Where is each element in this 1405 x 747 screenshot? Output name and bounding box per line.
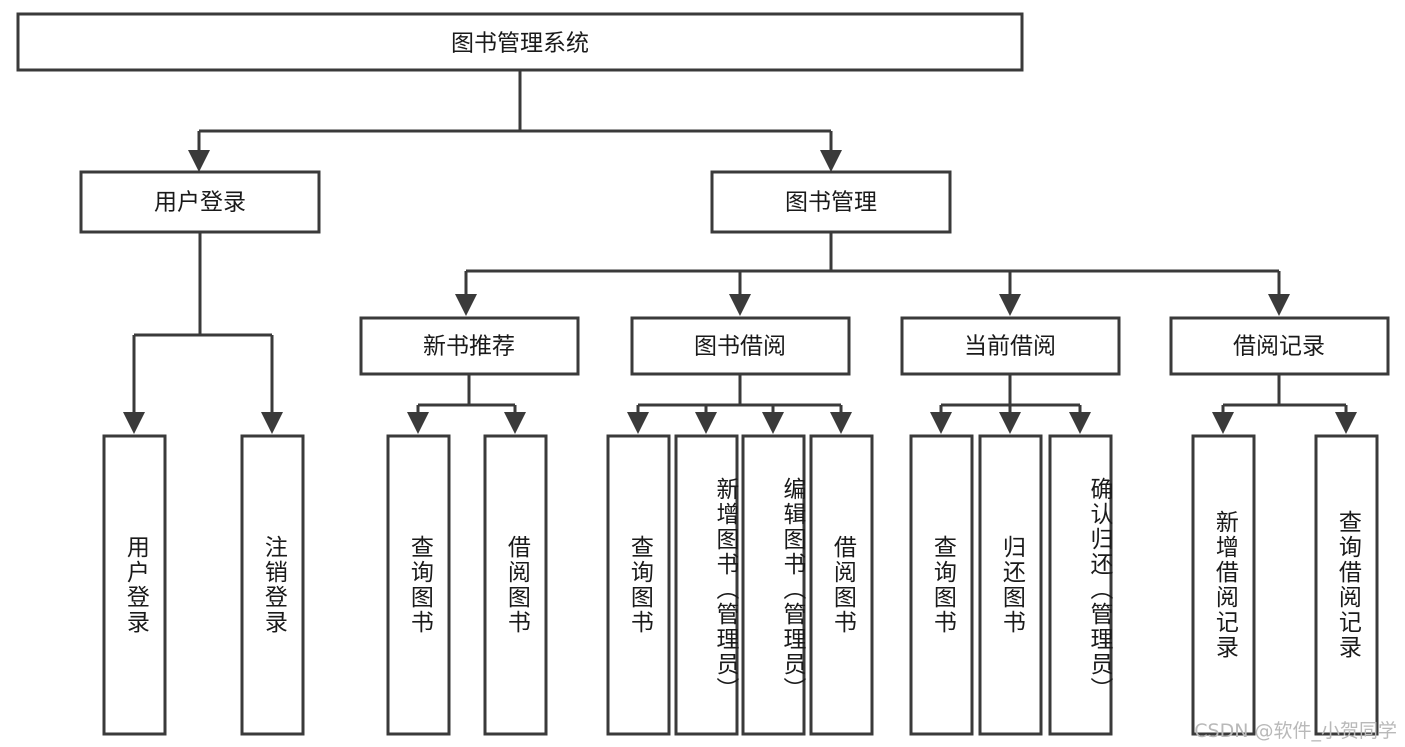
- leaf-box-return-book[interactable]: [978, 434, 1043, 736]
- node-borrow-record[interactable]: 借阅记录: [1169, 316, 1390, 376]
- arrow-to-new-book-recommend: [455, 294, 477, 316]
- arrow-to-leaf-query-record: [1335, 412, 1357, 434]
- book-borrow-label: 图书借阅: [694, 334, 786, 360]
- node-current-borrow[interactable]: 当前借阅: [900, 316, 1121, 376]
- leaf-box-add-record[interactable]: [1191, 434, 1256, 736]
- node-user-login[interactable]: 用户登录: [79, 170, 321, 234]
- arrow-to-leaf-query-book-2: [627, 412, 649, 434]
- root-box: [16, 12, 1024, 72]
- arrow-to-book-management: [820, 150, 842, 172]
- node-new-book-recommend[interactable]: 新书推荐: [359, 316, 580, 376]
- connector-current-borrow-bus: [930, 374, 1091, 434]
- arrow-to-leaf-query-book-3: [930, 412, 952, 434]
- connector-user-login-bus: [123, 232, 283, 434]
- arrow-to-current-borrow: [999, 294, 1021, 316]
- arrow-to-leaf-add-record: [1212, 412, 1234, 434]
- leaf-box-logout[interactable]: [240, 434, 305, 736]
- node-book-management[interactable]: 图书管理: [710, 170, 952, 234]
- arrow-to-borrow-record: [1268, 294, 1290, 316]
- borrow-record-label: 借阅记录: [1233, 334, 1325, 360]
- arrow-to-user-login: [188, 150, 210, 172]
- node-book-borrow[interactable]: 图书借阅: [630, 316, 851, 376]
- leaf-box-edit-book[interactable]: [741, 434, 806, 736]
- arrow-to-leaf-borrow-book-2: [830, 412, 852, 434]
- leaf-box-user-login[interactable]: [102, 434, 167, 736]
- arrow-to-leaf-return-book: [999, 412, 1021, 434]
- connector-book-management-bus: [455, 232, 1290, 316]
- arrow-to-leaf-logout: [261, 412, 283, 434]
- leaf-box-borrow-book-1[interactable]: [483, 434, 548, 736]
- user-login-label: 用户登录: [154, 190, 246, 216]
- root-label: 图书管理系统: [451, 31, 589, 57]
- leaf-box-query-record[interactable]: [1314, 434, 1379, 736]
- arrow-to-leaf-confirm-return: [1069, 412, 1091, 434]
- leaf-box-query-book-1[interactable]: [386, 434, 451, 736]
- arrow-to-leaf-query-book-1: [407, 412, 429, 434]
- new-book-recommend-box: [359, 316, 580, 376]
- connector-root-bus: [188, 70, 842, 172]
- arrow-to-leaf-user-login: [123, 412, 145, 434]
- new-book-recommend-label: 新书推荐: [423, 334, 515, 360]
- current-borrow-label: 当前借阅: [964, 334, 1056, 360]
- connector-book-borrow-bus: [627, 374, 852, 434]
- connector-new-book-recommend-bus: [407, 374, 526, 434]
- leaf-box-query-book-2[interactable]: [606, 434, 671, 736]
- node-root[interactable]: 图书管理系统: [16, 12, 1024, 72]
- user-login-box: [79, 170, 321, 234]
- current-borrow-box: [900, 316, 1121, 376]
- leaf-box-add-book[interactable]: [674, 434, 739, 736]
- connector-borrow-record-bus: [1212, 374, 1357, 434]
- arrow-to-book-borrow: [729, 294, 751, 316]
- arrow-to-leaf-edit-book: [762, 412, 784, 434]
- arrow-to-leaf-add-book: [695, 412, 717, 434]
- leaf-box-confirm-return[interactable]: [1048, 434, 1113, 736]
- arrow-to-leaf-borrow-book-1: [504, 412, 526, 434]
- leaf-box-query-book-3[interactable]: [909, 434, 974, 736]
- book-management-label: 图书管理: [785, 190, 877, 216]
- leaf-box-borrow-book-2[interactable]: [809, 434, 874, 736]
